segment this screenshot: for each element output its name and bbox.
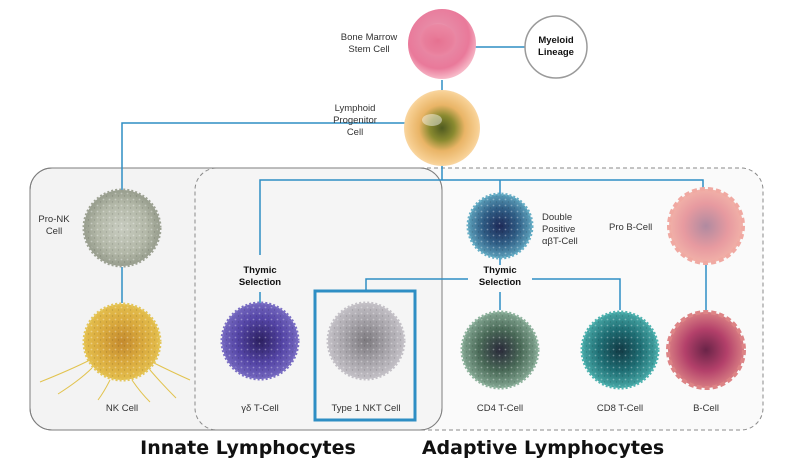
- pro-nk-label: Pro-NK Cell: [38, 214, 69, 238]
- lymphoid-progenitor-label: Lymphoid Progenitor Cell: [333, 103, 377, 139]
- myeloid-lineage-node[interactable]: [524, 15, 588, 79]
- nk-cell-label: NK Cell: [105, 403, 139, 414]
- double-positive-cell: [466, 192, 534, 260]
- stem-cell: [408, 9, 476, 79]
- thymic-selection-left-line1: Thymic: [243, 265, 277, 276]
- thymic-selection-right-line2: Selection: [478, 276, 522, 288]
- nkt-highlight-box: [313, 289, 417, 422]
- thymic-selection-right: Thymic Selection: [479, 265, 521, 289]
- double-positive-line1: Double: [542, 212, 573, 223]
- gamma-delta-t-cell: [220, 301, 300, 381]
- lymphoid-progenitor-cell: [404, 90, 480, 166]
- connector-to-nkt: [365, 278, 468, 292]
- double-positive-line3: αβT-Cell: [542, 235, 578, 247]
- gamma-delta-t-cell-label: γδ T-Cell: [241, 403, 279, 414]
- thymic-selection-left-line2: Selection: [238, 276, 282, 288]
- nkt-cell-label: Type 1 NKT Cell: [331, 403, 401, 414]
- pro-nk-label-line1: Pro-NK: [38, 214, 70, 225]
- stem-cell-label-line1: Bone Marrow: [340, 32, 398, 43]
- innate-group-box-front: [29, 167, 443, 431]
- nk-cell: [39, 302, 191, 403]
- double-positive-line2: Positive: [542, 223, 576, 235]
- lymphoid-label-line1: Lymphoid: [334, 103, 376, 114]
- cd8-t-cell-label: CD8 T-Cell: [596, 403, 644, 414]
- adaptive-lymphocytes-title: Adaptive Lymphocytes: [421, 437, 665, 459]
- b-cell-label: B-Cell: [693, 403, 719, 414]
- pro-nk-cell: [82, 188, 162, 268]
- stem-cell-label-line2: Stem Cell: [348, 43, 390, 55]
- cd4-t-cell: [460, 310, 540, 390]
- cd8-t-cell: [580, 310, 660, 390]
- thymic-selection-left: Thymic Selection: [239, 265, 281, 289]
- cd4-t-cell-label: CD4 T-Cell: [476, 403, 524, 414]
- innate-lymphocytes-title: Innate Lymphocytes: [140, 437, 356, 459]
- b-cell: [666, 310, 746, 390]
- lymphoid-label-line3: Cell: [346, 126, 364, 138]
- myeloid-label-line2: Lineage: [538, 46, 574, 58]
- lymphoid-label-line2: Progenitor: [333, 114, 377, 126]
- myeloid-label-line1: Myeloid: [538, 35, 574, 46]
- pro-b-cell-label: Pro B-Cell: [609, 222, 653, 233]
- stem-cell-label: Bone Marrow Stem Cell: [341, 32, 398, 56]
- pro-nk-label-line2: Cell: [45, 225, 63, 237]
- pro-b-cell: [667, 187, 745, 265]
- connector-lymphoid-pronk: [121, 122, 405, 190]
- type1-nkt-cell: [326, 301, 406, 381]
- connector-to-cd8: [532, 278, 621, 310]
- myeloid-lineage-label: Myeloid Lineage: [538, 35, 574, 59]
- double-positive-label: Double Positive αβT-Cell: [542, 212, 578, 248]
- thymic-selection-right-line1: Thymic: [483, 265, 517, 276]
